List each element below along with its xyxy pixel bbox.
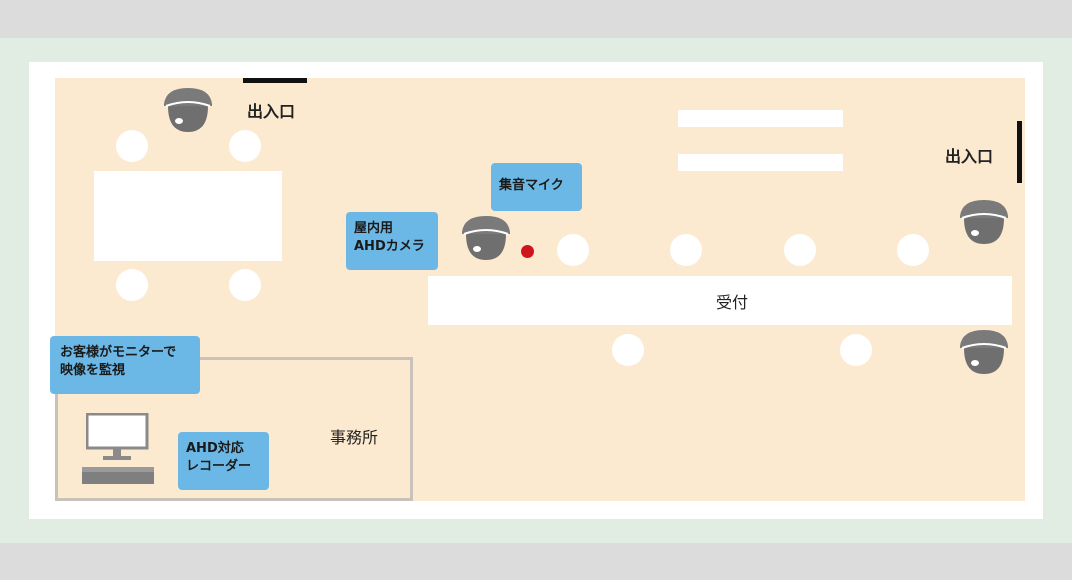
office-label: 事務所 (330, 428, 379, 447)
office-room (55, 357, 413, 501)
indoor-camera-callout-line2: AHDカメラ (354, 239, 425, 254)
microphone-callout-line1: 集音マイク (499, 178, 564, 193)
top-entrance-door (243, 78, 307, 83)
dome-camera-icon (462, 216, 510, 260)
shelf (678, 110, 843, 127)
monitor-icon (86, 413, 149, 460)
monitor-callout-line2: 映像を監視 (60, 363, 126, 378)
right-entrance-label: 出入口 (945, 147, 994, 166)
dome-camera-icon (164, 88, 212, 132)
chair (670, 234, 702, 266)
reception-label: 受付 (716, 293, 749, 312)
office-wall (55, 357, 58, 501)
indoor-camera-callout: 屋内用 AHDカメラ (346, 212, 438, 270)
chair (897, 234, 929, 266)
right-entrance-door (1017, 121, 1022, 183)
indoor-camera-callout-line1: 屋内用 (354, 221, 394, 236)
microphone-callout: 集音マイク (491, 163, 582, 211)
recorder-callout: AHD対応 レコーダー (178, 432, 269, 490)
chair (229, 269, 261, 301)
microphone-dot-icon (521, 245, 534, 258)
recorder-icon (82, 467, 154, 484)
reception-counter (428, 276, 1012, 325)
chair (557, 234, 589, 266)
recorder-callout-line1: AHD対応 (186, 441, 244, 456)
chair (784, 234, 816, 266)
dome-camera-icon (960, 200, 1008, 244)
chair (840, 334, 872, 366)
meeting-table (94, 171, 282, 261)
chair (116, 130, 148, 162)
chair (229, 130, 261, 162)
monitor-callout-line1: お客様がモニターで (60, 345, 177, 360)
recorder-callout-line2: レコーダー (186, 459, 252, 474)
dome-camera-icon (960, 330, 1008, 374)
chair (612, 334, 644, 366)
top-entrance-label: 出入口 (247, 102, 296, 121)
monitor-callout: お客様がモニターで 映像を監視 (50, 336, 200, 394)
chair (116, 269, 148, 301)
shelf (678, 154, 843, 171)
